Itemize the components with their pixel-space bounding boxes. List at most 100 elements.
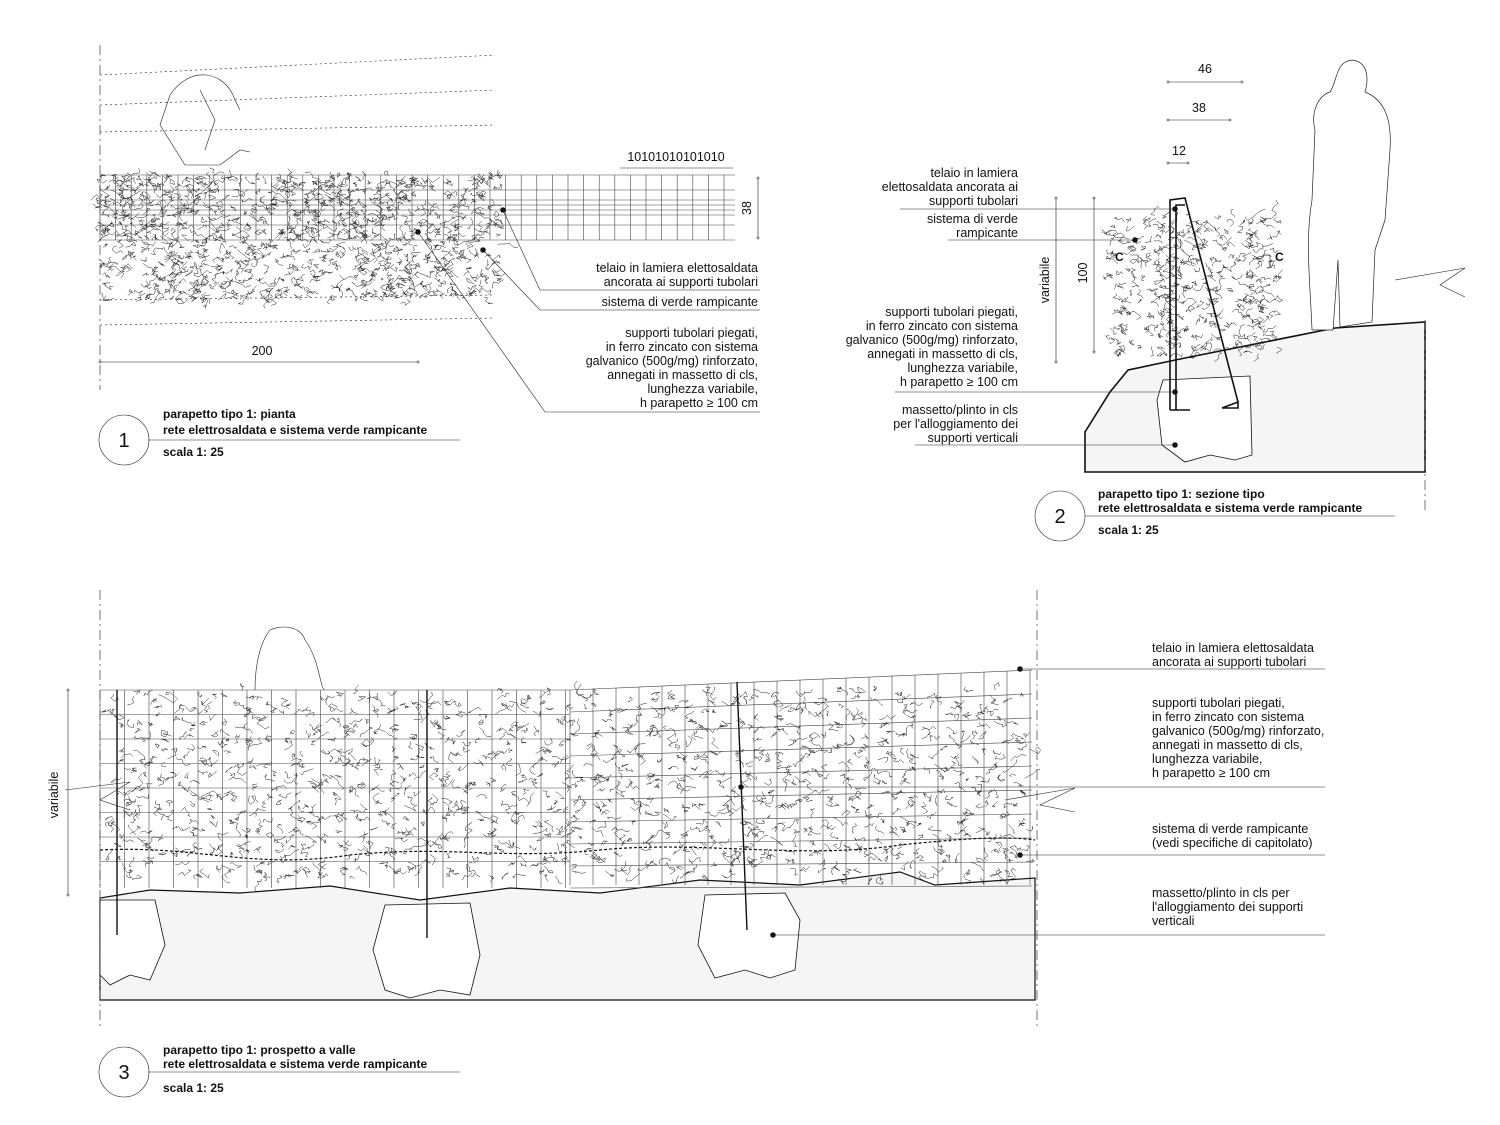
vegetation-stroke [140, 239, 150, 249]
vegetation-stroke [196, 234, 209, 240]
vegetation-stroke [224, 868, 235, 879]
vegetation-stroke [855, 843, 863, 854]
vegetation-stroke [432, 837, 439, 845]
vegetation-stroke [563, 818, 570, 833]
vegetation-stroke [987, 833, 997, 843]
vegetation-stroke [493, 186, 498, 190]
vegetation-stroke [376, 724, 386, 732]
vegetation-stroke [161, 246, 173, 255]
vegetation-stroke [230, 792, 236, 802]
vegetation-stroke [1236, 225, 1243, 234]
vegetation-stroke [1115, 348, 1122, 355]
dimension-38: 38 [740, 201, 754, 215]
vegetation-stroke [854, 808, 860, 813]
vegetation-stroke [510, 721, 519, 727]
vegetation-stroke [201, 216, 208, 223]
vegetation-stroke [982, 828, 990, 836]
vegetation-stroke [192, 827, 198, 831]
vegetation-stroke [359, 727, 373, 738]
vegetation-stroke [506, 840, 512, 849]
vegetation-stroke [845, 708, 851, 721]
vegetation-stroke [837, 686, 849, 696]
vegetation-stroke [1230, 209, 1236, 217]
vegetation-stroke [591, 732, 599, 739]
vegetation-stroke [1132, 282, 1140, 288]
vegetation-stroke [794, 776, 807, 783]
vegetation-stroke [335, 251, 341, 258]
vegetation-stroke [269, 201, 279, 206]
vegetation-stroke [846, 868, 853, 876]
vegetation-stroke [833, 817, 849, 827]
vegetation-stroke [213, 271, 225, 277]
vegetation-stroke [147, 722, 153, 727]
vegetation-stroke [239, 229, 251, 239]
vegetation-stroke [143, 178, 152, 181]
vegetation-stroke [1186, 224, 1193, 234]
vegetation-stroke [635, 742, 646, 748]
vegetation-stroke [219, 209, 231, 218]
vegetation-stroke [138, 760, 144, 765]
vegetation-stroke [627, 723, 633, 732]
vegetation-stroke [435, 265, 446, 278]
vegetation-stroke [251, 203, 258, 213]
vegetation-stroke [102, 295, 111, 302]
vegetation-stroke [546, 687, 552, 696]
vegetation-stroke [228, 819, 238, 829]
vegetation-stroke [294, 274, 305, 287]
vegetation-stroke [337, 183, 346, 190]
vegetation-stroke [1273, 276, 1282, 283]
vegetation-stroke [577, 794, 585, 804]
vegetation-stroke [553, 799, 558, 806]
vegetation-stroke [560, 857, 570, 865]
vegetation-stroke [285, 199, 297, 204]
vegetation-stroke [113, 179, 120, 188]
label-massetto-line: massetto/plinto in cls [902, 403, 1018, 417]
vegetation-stroke [273, 276, 281, 284]
vegetation-stroke [591, 827, 604, 837]
vegetation-stroke [571, 864, 577, 871]
vegetation-stroke [414, 205, 420, 212]
vegetation-stroke [301, 843, 315, 850]
vegetation-stroke [676, 754, 682, 760]
vegetation-stroke [285, 703, 291, 710]
vegetation-stroke [493, 210, 500, 218]
mesh-wire [569, 741, 1033, 757]
vegetation-stroke [1114, 283, 1125, 290]
vegetation-stroke [571, 826, 583, 834]
vegetation-stroke [347, 748, 356, 761]
dimension-46: 46 [1198, 62, 1212, 76]
vegetation-stroke [650, 706, 662, 713]
vegetation-stroke [1162, 285, 1167, 289]
vegetation-stroke [370, 234, 379, 241]
vegetation-stroke [336, 748, 351, 753]
vegetation-stroke [935, 795, 938, 806]
vegetation-stroke [1184, 239, 1202, 247]
vegetation-stroke [383, 287, 395, 298]
vegetation-stroke [271, 182, 280, 190]
vegetation-stroke [589, 851, 598, 859]
vegetation-stroke [474, 737, 481, 744]
vegetation-stroke [196, 289, 202, 294]
vegetation-stroke [921, 726, 930, 739]
vegetation-stroke [443, 779, 453, 787]
vegetation-stroke [1243, 295, 1247, 303]
vegetation-stroke [477, 220, 488, 234]
vegetation-stroke [583, 704, 588, 709]
vegetation-stroke [1248, 218, 1254, 225]
vegetation-stroke [209, 218, 216, 230]
label-supporti-line: supporti tubolari piegati, [1152, 696, 1285, 710]
vegetation-stroke [828, 747, 833, 753]
vegetation-stroke [1236, 258, 1242, 263]
vegetation-stroke [143, 241, 157, 247]
vegetation-stroke [228, 819, 235, 825]
vegetation-stroke [235, 828, 242, 838]
vegetation-stroke [457, 763, 470, 771]
section-mark-right: C [1275, 250, 1284, 264]
vegetation-stroke [770, 836, 783, 846]
vegetation-stroke [475, 810, 488, 818]
vegetation-stroke [899, 826, 905, 834]
vegetation-stroke [963, 686, 974, 693]
vegetation-stroke [1225, 322, 1238, 329]
vegetation-stroke [664, 861, 676, 871]
vegetation-stroke [593, 775, 600, 781]
